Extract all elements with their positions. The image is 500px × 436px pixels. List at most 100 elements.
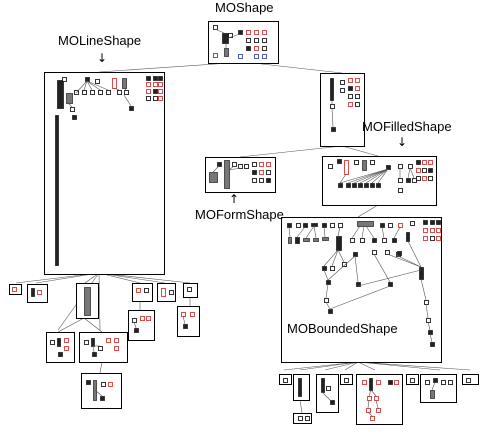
class-node	[254, 38, 259, 43]
connector-edge	[407, 240, 422, 268]
frame-leaf	[81, 373, 122, 409]
class-node	[259, 170, 264, 175]
class-node	[82, 90, 87, 95]
class-node	[238, 30, 243, 35]
connector-edge	[98, 272, 101, 331]
class-node	[322, 223, 327, 228]
class-node	[190, 312, 195, 317]
class-node	[217, 162, 222, 167]
connector-edge	[431, 381, 436, 391]
class-node	[55, 115, 59, 266]
class-node	[422, 160, 427, 165]
class-node	[330, 266, 335, 271]
class-node	[114, 338, 119, 343]
class-node	[303, 223, 308, 228]
class-node	[57, 80, 64, 109]
class-node	[158, 76, 163, 81]
class-node	[436, 220, 441, 225]
class-node	[98, 90, 103, 95]
class-node	[244, 164, 249, 169]
class-node	[153, 96, 158, 101]
class-node	[372, 238, 377, 243]
connector-edge	[365, 225, 375, 239]
class-node	[348, 102, 353, 107]
class-node	[238, 164, 243, 169]
connector-edge	[327, 255, 356, 281]
class-node	[92, 352, 97, 357]
class-node	[262, 30, 267, 35]
class-node	[424, 300, 429, 305]
class-node	[254, 54, 259, 59]
connector-edge	[133, 321, 137, 329]
class-node	[346, 183, 351, 188]
class-node	[66, 93, 73, 104]
frame-leaf	[177, 306, 200, 337]
class-node	[370, 183, 375, 188]
class-node	[146, 82, 151, 87]
class-node	[321, 378, 325, 393]
class-node	[259, 162, 264, 167]
class-node	[252, 170, 257, 175]
class-node	[62, 77, 67, 82]
class-node	[430, 236, 435, 241]
arrow-up-icon: ↑	[229, 192, 240, 206]
frame-leaf	[128, 310, 155, 341]
class-node	[386, 165, 391, 170]
connector-edge	[357, 204, 379, 218]
label-moshape: MOShape	[215, 0, 274, 15]
connector-edge	[359, 168, 389, 184]
class-node	[380, 223, 385, 228]
connector-edge	[344, 361, 359, 371]
class-node	[146, 316, 151, 321]
class-node	[416, 160, 421, 165]
connector-edge	[94, 389, 103, 397]
class-node	[246, 30, 251, 35]
class-node	[252, 178, 257, 183]
connector-edge	[331, 107, 334, 128]
frame-molineshape	[44, 72, 165, 275]
class-node	[352, 183, 357, 188]
label-moboundedshape: MOBoundedShape	[287, 321, 398, 336]
connector-edge	[239, 145, 343, 158]
class-node	[355, 86, 360, 91]
class-node	[388, 223, 393, 228]
class-node	[370, 416, 375, 421]
class-node	[354, 160, 359, 165]
class-node	[50, 340, 55, 345]
class-node	[91, 338, 95, 347]
class-node	[372, 250, 377, 255]
connector-edge	[393, 226, 401, 239]
class-node	[252, 162, 257, 167]
class-node	[238, 54, 243, 59]
class-node	[246, 38, 251, 43]
connector-edge	[283, 361, 359, 371]
class-node	[398, 188, 403, 193]
class-node	[398, 178, 403, 183]
connector-edge	[354, 255, 359, 283]
class-node	[84, 340, 89, 345]
class-node	[295, 237, 300, 244]
connector-edge	[367, 399, 370, 409]
class-node	[433, 378, 438, 383]
class-node	[153, 89, 158, 94]
class-node	[305, 416, 310, 421]
class-node	[328, 309, 333, 314]
connector-edge	[347, 168, 389, 184]
class-node	[57, 338, 61, 347]
class-node	[106, 90, 111, 95]
class-node	[114, 346, 119, 351]
class-node	[153, 82, 158, 87]
class-node	[422, 168, 427, 173]
class-node	[158, 82, 163, 87]
class-node	[410, 378, 415, 383]
class-node	[355, 94, 360, 99]
frame-leaf	[316, 374, 339, 413]
class-node	[246, 46, 251, 51]
class-node	[37, 290, 42, 295]
class-node	[331, 127, 336, 132]
class-node	[416, 168, 421, 173]
class-node	[362, 160, 367, 171]
class-node	[326, 280, 331, 285]
frame-mofilledshape-parent	[320, 73, 365, 147]
